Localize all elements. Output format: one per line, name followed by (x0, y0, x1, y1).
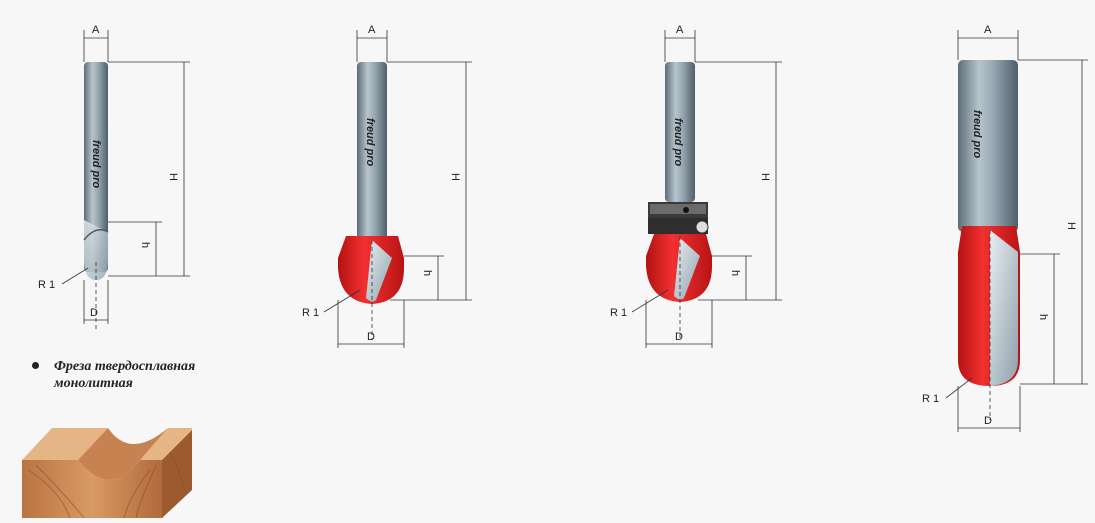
label-h-upper-3: H (759, 173, 771, 181)
note-line-2: монолитная (54, 376, 133, 391)
label-a-1: A (92, 24, 100, 36)
label-d-4: D (984, 415, 992, 427)
bullet-icon (32, 362, 39, 369)
label-r-3: R 1 (610, 307, 627, 319)
router-bit-3: freud pro A H h D R 1 (610, 24, 782, 348)
label-a-4: A (984, 24, 992, 36)
label-d-3: D (675, 331, 683, 343)
router-bit-1: freud pro A H h D R 1 (38, 24, 190, 330)
label-d-1: D (90, 307, 98, 319)
label-h-lower-1: h (139, 242, 151, 248)
label-h-lower-3: h (729, 270, 741, 276)
label-a-2: A (368, 24, 376, 36)
brand-logo-2: freud pro (364, 118, 376, 167)
label-r-4: R 1 (922, 393, 939, 405)
wood-profile-sample (22, 428, 192, 519)
router-bit-4: freud pro A H h D R 1 (922, 24, 1088, 432)
brand-logo-4: freud pro (971, 110, 983, 159)
router-bit-2: freud pro A H h D R 1 (302, 24, 472, 348)
brand-logo-1: freud pro (90, 140, 102, 189)
brand-logo-3: freud pro (672, 118, 684, 167)
note-line-1: Фреза твердосплавная (54, 359, 196, 374)
label-h-lower-4: h (1037, 314, 1049, 320)
label-r-2: R 1 (302, 307, 319, 319)
label-r-1: R 1 (38, 279, 55, 291)
label-a-3: A (676, 24, 684, 36)
label-h-lower-2: h (421, 270, 433, 276)
product-note: Фреза твердосплавная монолитная (32, 358, 195, 392)
label-h-upper-4: H (1065, 222, 1077, 230)
label-d-2: D (367, 331, 375, 343)
label-h-upper-1: H (167, 173, 179, 181)
label-h-upper-2: H (449, 173, 461, 181)
